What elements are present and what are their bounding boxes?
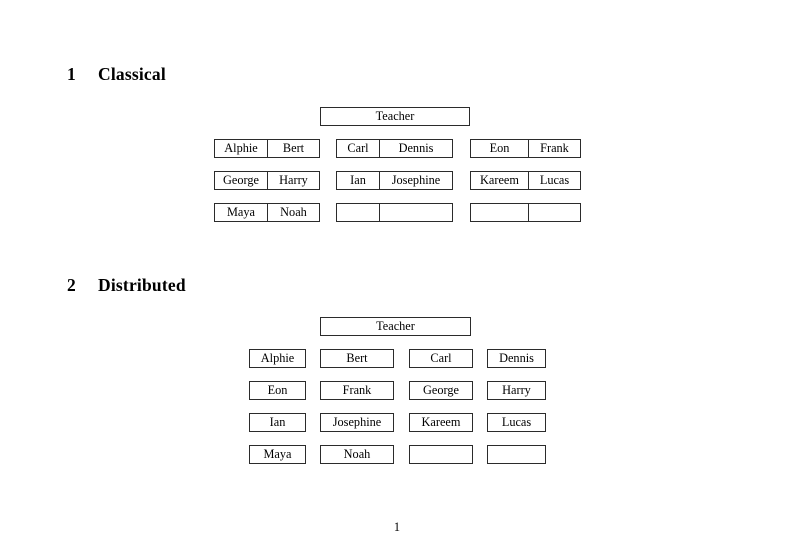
classical-row-3-group-2 bbox=[336, 203, 453, 222]
teacher-box-distributed: Teacher bbox=[320, 317, 471, 336]
student-cell: Eon bbox=[489, 141, 510, 155]
student-box: Carl bbox=[409, 349, 473, 368]
student-cell: Bert bbox=[267, 140, 319, 157]
student-box: Frank bbox=[320, 381, 394, 400]
student-cell: Kareem bbox=[480, 173, 519, 187]
student-box: Josephine bbox=[320, 413, 394, 432]
student-cell: Alphie bbox=[224, 141, 258, 155]
student-box: Harry bbox=[487, 381, 546, 400]
student-box: Dennis bbox=[487, 349, 546, 368]
student-pair-group: Kareem Lucas bbox=[470, 171, 581, 190]
classical-row-1-group-2: Carl Dennis bbox=[336, 139, 453, 158]
classical-row-2-group-3: Kareem Lucas bbox=[470, 171, 581, 190]
classical-row-1-group-3: Eon Frank bbox=[470, 139, 581, 158]
student-cell: Ian bbox=[350, 173, 366, 187]
student-cell-empty bbox=[337, 204, 379, 221]
student-box: Noah bbox=[320, 445, 394, 464]
student-pair-group-empty bbox=[336, 203, 453, 222]
student-cell: Dennis bbox=[379, 140, 452, 157]
student-pair-group: Alphie Bert bbox=[214, 139, 320, 158]
student-pair-group-empty bbox=[470, 203, 581, 222]
student-cell: Lucas bbox=[528, 172, 580, 189]
student-box: Kareem bbox=[409, 413, 473, 432]
student-cell: Noah bbox=[267, 204, 319, 221]
classical-row-3-group-3 bbox=[470, 203, 581, 222]
student-box: Lucas bbox=[487, 413, 546, 432]
student-box: Maya bbox=[249, 445, 306, 464]
student-cell: Frank bbox=[528, 140, 580, 157]
section-number: 1 bbox=[67, 64, 76, 84]
student-pair-group: George Harry bbox=[214, 171, 320, 190]
classical-row-2-group-2: Ian Josephine bbox=[336, 171, 453, 190]
student-cell: Carl bbox=[347, 141, 369, 155]
classical-row-1-group-1: Alphie Bert bbox=[214, 139, 320, 158]
student-box: Ian bbox=[249, 413, 306, 432]
student-box-empty bbox=[409, 445, 473, 464]
page-number: 1 bbox=[393, 520, 401, 534]
teacher-box-classical: Teacher bbox=[320, 107, 470, 126]
student-pair-group: Ian Josephine bbox=[336, 171, 453, 190]
student-pair-group: Maya Noah bbox=[214, 203, 320, 222]
student-cell: George bbox=[223, 173, 259, 187]
student-cell: Maya bbox=[227, 205, 255, 219]
section-number: 2 bbox=[67, 275, 76, 295]
section-title: Classical bbox=[98, 64, 166, 84]
section-title: Distributed bbox=[98, 275, 186, 295]
student-cell-empty bbox=[471, 204, 528, 221]
student-pair-group: Carl Dennis bbox=[336, 139, 453, 158]
student-cell-empty bbox=[528, 204, 580, 221]
student-cell: Harry bbox=[267, 172, 319, 189]
section-heading-classical: 1 Classical bbox=[67, 64, 166, 85]
classical-row-3-group-1: Maya Noah bbox=[214, 203, 320, 222]
student-cell: Josephine bbox=[379, 172, 452, 189]
student-pair-group: Eon Frank bbox=[470, 139, 581, 158]
student-box: Alphie bbox=[249, 349, 306, 368]
student-box: Eon bbox=[249, 381, 306, 400]
student-box: George bbox=[409, 381, 473, 400]
section-heading-distributed: 2 Distributed bbox=[67, 275, 186, 296]
student-box: Bert bbox=[320, 349, 394, 368]
student-cell-empty bbox=[379, 204, 452, 221]
student-box-empty bbox=[487, 445, 546, 464]
classical-row-2-group-1: George Harry bbox=[214, 171, 320, 190]
